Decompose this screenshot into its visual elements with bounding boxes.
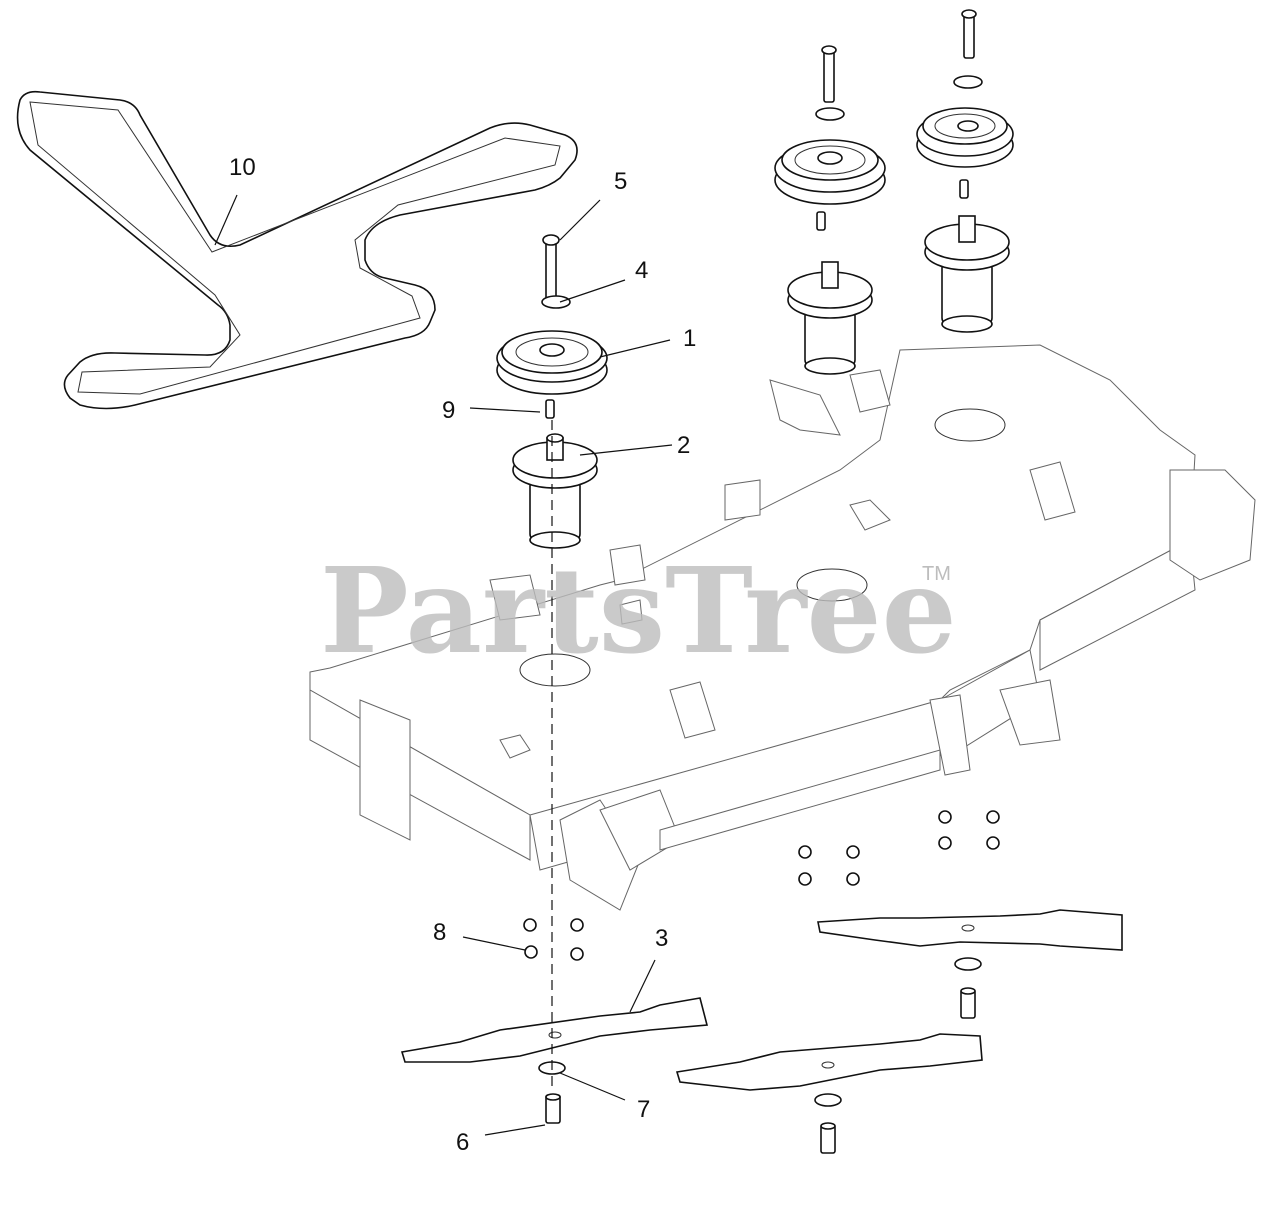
pulley-key [545,399,555,419]
middle-spindle-stack [774,45,886,375]
left-spindle-housing [512,433,598,549]
callout-5[interactable]: 5 [614,168,627,195]
callout-10[interactable]: 10 [229,154,256,181]
blade-left [400,997,709,1063]
mower-deck [309,344,1256,911]
drive-belt [16,90,578,410]
callout-7[interactable]: 7 [637,1096,650,1123]
callout-6[interactable]: 6 [456,1129,469,1156]
blade-nuts [523,810,1000,961]
watermark-tm: TM [922,563,951,585]
callout-1[interactable]: 1 [683,325,696,352]
left-spindle-stack [496,234,608,549]
callout-3[interactable]: 3 [655,925,668,952]
callout-4[interactable]: 4 [635,257,648,284]
blade-right [817,909,1123,951]
left-pulley [496,330,608,395]
spindle-washer [541,295,571,309]
callout-9[interactable]: 9 [442,397,455,424]
blade-center [675,1033,983,1091]
spindle-bolt [545,239,557,301]
spindle-bolt-head [542,234,560,246]
right-spindle-stack [916,9,1014,333]
callout-2[interactable]: 2 [677,432,690,459]
callout-8[interactable]: 8 [433,919,446,946]
watermark: PartsTree [320,541,957,680]
leader-lines [214,194,673,1136]
blade-hardware [538,957,982,1154]
